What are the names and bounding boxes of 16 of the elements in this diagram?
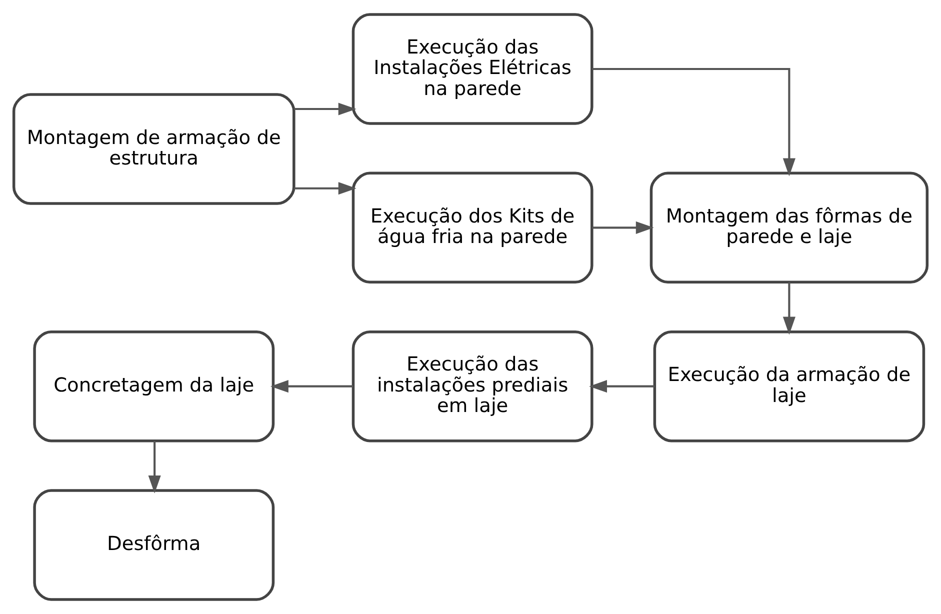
node-box: Execução das instalações prediais em laje [352,330,594,442]
arrow [294,182,356,195]
arrow [592,221,654,234]
node-box: Desfôrma [33,489,275,601]
arrow [592,68,796,176]
arrow [270,380,353,393]
node-box: Execução da armação de laje [653,330,926,442]
arrow [782,282,796,335]
arrow [294,102,356,116]
node-box: Execução das Instalações Elétricas na parede [352,13,594,125]
node-box: Execução dos Kits de água fria na parede [352,172,594,284]
node-box: Montagem de armação de estrutura [12,93,296,205]
arrow [589,380,654,393]
node-box: Concretagem da laje [33,330,275,442]
arrow [148,440,161,494]
node-box: Montagem das fôrmas de parede e laje [650,172,929,284]
